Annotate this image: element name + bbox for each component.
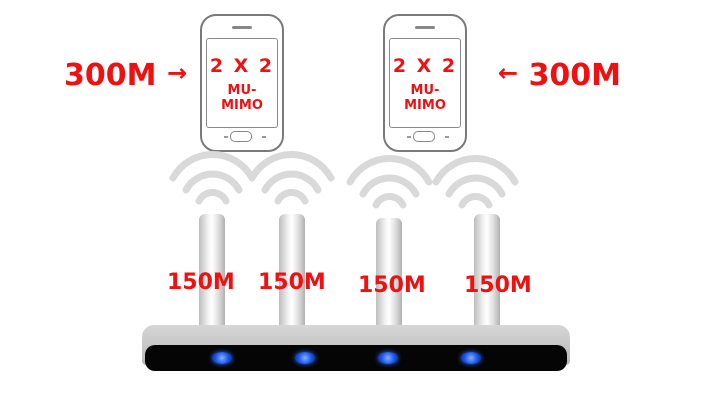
wifi-icon [248, 151, 335, 205]
status-led-icon [212, 352, 232, 364]
status-led-icon [378, 352, 398, 364]
menu-key-icon [445, 136, 449, 138]
wifi-icon [346, 155, 433, 209]
left-arrow-icon: ← [498, 59, 519, 87]
antenna-4-label: 150M [464, 273, 532, 298]
wifi-icon [169, 151, 256, 205]
phone-screen: 2 X 2 MU-MIMO [389, 38, 461, 128]
right-speed-text: 300M [528, 58, 622, 93]
left-speed-text: 300M [64, 58, 157, 93]
phone-line2: MU-MIMO [221, 83, 263, 113]
status-led-icon [461, 352, 481, 364]
home-button-icon [413, 131, 435, 142]
antenna-1 [199, 214, 225, 329]
wifi-icon [432, 155, 519, 209]
right-throughput-label: ← 300M [498, 58, 621, 93]
antenna-3 [376, 218, 402, 328]
antenna-2 [279, 214, 305, 329]
phone-line1: 2 X 2 [392, 55, 458, 77]
antenna-1-label: 150M [167, 270, 235, 295]
phone-line2: MU-MIMO [404, 83, 446, 113]
status-led-icon [295, 352, 315, 364]
back-key-icon [407, 136, 411, 138]
home-button-icon [230, 131, 252, 142]
back-key-icon [224, 136, 228, 138]
antenna-2-label: 150M [258, 270, 326, 295]
phone-screen: 2 X 2 MU-MIMO [206, 38, 278, 128]
speaker-icon [415, 26, 435, 29]
smartphone-left: 2 X 2 MU-MIMO [200, 14, 284, 152]
antenna-3-label: 150M [358, 273, 426, 298]
antenna-4 [474, 214, 500, 329]
menu-key-icon [262, 136, 266, 138]
phone-line1: 2 X 2 [209, 55, 275, 77]
right-arrow-icon: → [166, 59, 188, 87]
left-throughput-label: 300M → [64, 58, 187, 93]
router-front-panel [145, 345, 567, 371]
speaker-icon [232, 26, 252, 29]
smartphone-right: 2 X 2 MU-MIMO [383, 14, 467, 152]
